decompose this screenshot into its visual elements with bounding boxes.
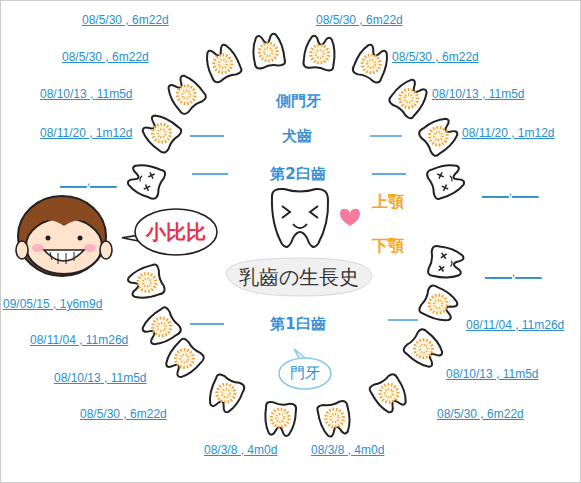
baby-tooth: [427, 245, 464, 281]
speech-bubble: 小比比: [134, 208, 218, 256]
baby-tooth: [139, 306, 183, 349]
eruption-date: 08/11/04 , 11m26d: [466, 318, 564, 332]
eruption-date: 08/10/13 , 11m5d: [40, 87, 133, 101]
baby-tooth: [139, 111, 183, 155]
baby-tooth: [317, 400, 353, 438]
center-tooth: [272, 189, 328, 247]
baby-tooth: [205, 373, 246, 415]
leader-dashes: [190, 136, 418, 324]
eruption-date: 09/05/15 , 1y6m9d: [3, 297, 102, 311]
eruption-date: 08/5/30 , 6m22d: [316, 13, 403, 27]
baby-tooth: [387, 76, 431, 120]
baby-tooth: [251, 33, 286, 70]
eruption-date: 08/3/8 , 4m0d: [204, 443, 277, 457]
baby-tooth: [303, 35, 337, 71]
eruption-date: 08/5/30 , 6m22d: [437, 407, 524, 421]
tooth-type-label: 第2臼齒: [270, 165, 325, 183]
child-face: [16, 196, 112, 276]
heart: [340, 209, 360, 226]
bubble-text: 小比比: [146, 219, 206, 246]
title-backdrop: [226, 258, 372, 296]
baby-tooth: [351, 42, 392, 84]
baby-tooth: [426, 160, 467, 200]
eruption-date: 08/10/13 , 11m5d: [446, 367, 539, 381]
baby-tooth: [402, 327, 446, 371]
eruption-date: 08/10/13 , 11m5d: [54, 371, 147, 385]
baby-tooth: [368, 373, 411, 416]
baby-tooth: [418, 284, 460, 325]
eruption-date: 08/5/30 , 6m22d: [392, 50, 479, 64]
eruption-date: 08/11/20 , 1m12d: [40, 126, 133, 140]
eruption-date: ____,____: [485, 265, 542, 279]
jaw-label: 下顎: [372, 237, 404, 255]
diagram-title: 乳齒の生長史: [239, 265, 359, 289]
tooth-type-label: 犬齒: [282, 127, 312, 145]
baby-tooth: [417, 114, 461, 157]
eruption-date: 08/5/30 , 6m22d: [82, 13, 169, 27]
eruption-date: 08/10/13 , 11m5d: [432, 87, 525, 101]
baby-tooth: [202, 42, 243, 84]
callout-bubble: 門牙: [278, 357, 332, 390]
eruption-date: 08/3/8 , 4m0d: [311, 443, 384, 457]
baby-tooth: [125, 160, 166, 200]
bubble-text: 門牙: [290, 364, 320, 383]
baby-tooth: [164, 72, 208, 116]
baby-tooth: [161, 337, 205, 381]
baby-tooth: [126, 263, 166, 302]
eruption-date: ____,____: [60, 174, 117, 188]
eruption-date: 08/5/30 , 6m22d: [62, 50, 149, 64]
eruption-date: 08/5/30 , 6m22d: [80, 407, 167, 421]
tooth-type-label: 第1臼齒: [270, 315, 325, 333]
tooth-type-label: 側門牙: [276, 92, 321, 110]
eruption-date: ____,____: [482, 184, 539, 198]
jaw-label: 上顎: [372, 193, 404, 211]
eruption-date: 08/11/20 , 1m12d: [462, 126, 555, 140]
eruption-date: 08/11/04 , 11m26d: [30, 333, 128, 347]
baby-tooth: [264, 402, 297, 437]
